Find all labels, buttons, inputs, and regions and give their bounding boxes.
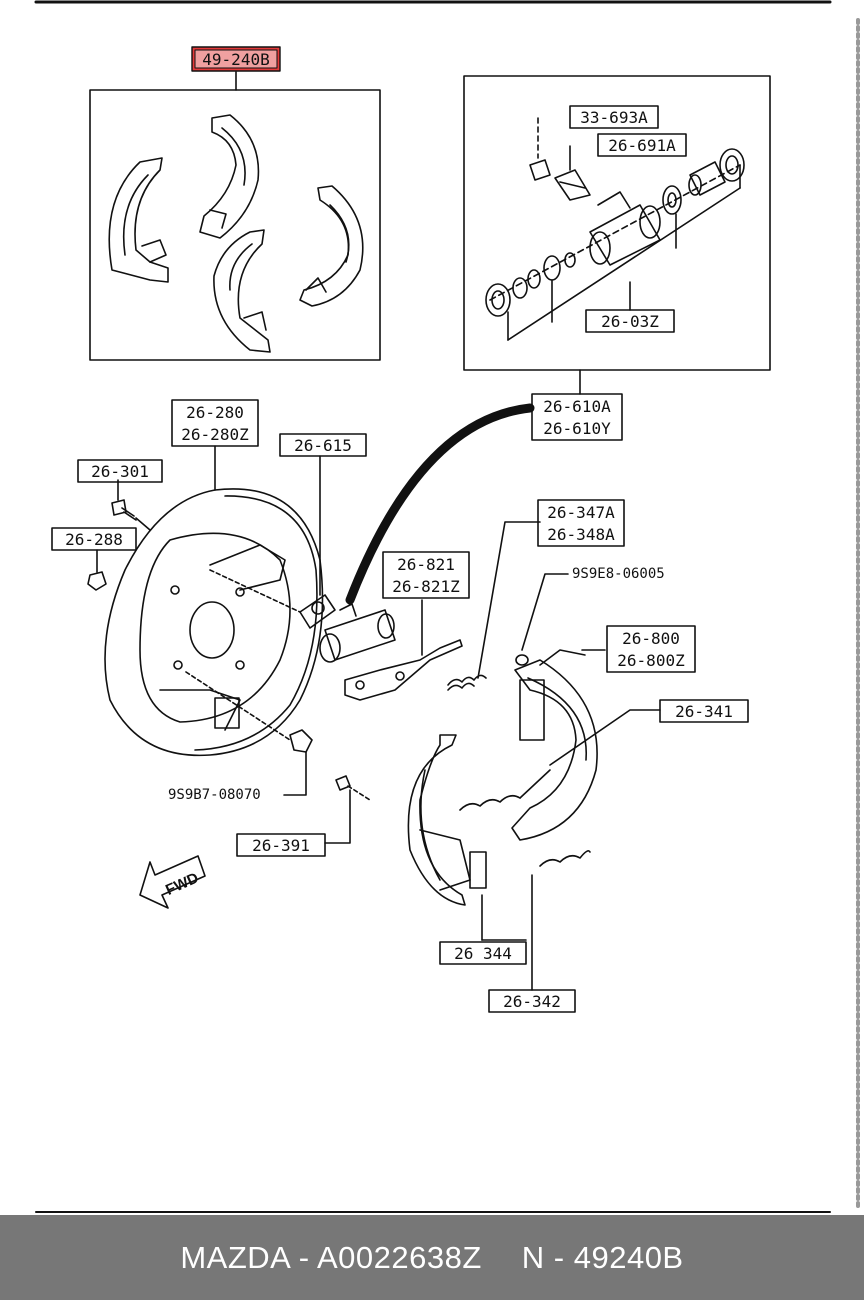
svg-text:26-280: 26-280 xyxy=(186,403,244,422)
kit-label: 49-240B xyxy=(191,46,281,72)
label-26-342: 26-342 xyxy=(488,989,576,1013)
spring-26-341 xyxy=(459,709,661,811)
parking-lever xyxy=(344,599,463,701)
pin-26-391 xyxy=(324,775,371,844)
svg-text:26-341: 26-341 xyxy=(675,702,733,721)
label-26-347: 26-347A 26-348A xyxy=(537,499,625,547)
svg-text:26-03Z: 26-03Z xyxy=(601,312,659,331)
wheel-cylinder-box xyxy=(463,75,771,371)
nut-26-288 xyxy=(87,549,107,591)
label-33-693A: 33-693A xyxy=(569,105,659,129)
svg-text:26-288: 26-288 xyxy=(65,530,123,549)
svg-text:26-610A: 26-610A xyxy=(543,397,611,416)
label-26-280: 26-280 26-280Z xyxy=(171,399,259,447)
svg-text:26-800: 26-800 xyxy=(622,629,680,648)
label-26-610: 26-610A 26-610Y xyxy=(531,393,623,441)
label-26-341: 26-341 xyxy=(659,699,749,723)
label-26-800: 26-800 26-800Z xyxy=(606,625,696,673)
svg-text:26-691A: 26-691A xyxy=(608,136,676,155)
bolt-26-301 xyxy=(111,479,151,531)
svg-text:26-615: 26-615 xyxy=(294,436,352,455)
svg-text:26-800Z: 26-800Z xyxy=(617,651,685,670)
label-26-288: 26-288 xyxy=(51,527,137,551)
label-9S9E8: 9S9E8-06005 xyxy=(572,566,665,582)
oem-part-number: N - 49240B xyxy=(521,1239,684,1275)
assembly-arrow xyxy=(345,403,535,605)
label-26-691A: 26-691A xyxy=(597,133,687,157)
svg-text:26-821Z: 26-821Z xyxy=(392,577,460,596)
brake-shoe-26-800 xyxy=(511,649,606,841)
fwd-arrow: FWD xyxy=(139,855,206,909)
brake-shoe-kit-box xyxy=(89,71,381,361)
svg-text:26-391: 26-391 xyxy=(252,836,310,855)
spring-26-344-342 xyxy=(481,850,591,991)
label-26-301: 26-301 xyxy=(77,459,163,483)
svg-text:33-693A: 33-693A xyxy=(580,108,648,127)
pin-9S9B7 xyxy=(185,671,313,796)
svg-text:26-348A: 26-348A xyxy=(547,525,615,544)
fwd-label: FWD xyxy=(163,869,201,898)
parts-diagram: 49-240B 33 xyxy=(34,0,860,1213)
brake-shoe-leading xyxy=(407,734,487,906)
wheel-cylinder xyxy=(319,603,396,663)
svg-text:26-610Y: 26-610Y xyxy=(543,419,611,438)
svg-text:26-280Z: 26-280Z xyxy=(181,425,249,444)
svg-text:26-342: 26-342 xyxy=(503,992,561,1011)
kit-part-number: 49-240B xyxy=(202,50,269,69)
svg-text:26 344: 26 344 xyxy=(454,944,512,963)
svg-text:26-301: 26-301 xyxy=(91,462,149,481)
part-26-615 xyxy=(209,455,336,629)
svg-text:26-821: 26-821 xyxy=(397,555,455,574)
label-26-03Z: 26-03Z xyxy=(585,309,675,333)
backing-plate xyxy=(104,445,324,757)
label-26-821: 26-821 26-821Z xyxy=(382,551,470,599)
label-26-391: 26-391 xyxy=(236,833,326,857)
spring-26-347 xyxy=(447,521,541,691)
label-26-344: 26 344 xyxy=(439,941,527,965)
washer-9S9E8 xyxy=(515,573,569,666)
svg-text:26-347A: 26-347A xyxy=(547,503,615,522)
label-26-615: 26-615 xyxy=(279,433,367,457)
brand-part-number: MAZDA - A0022638Z xyxy=(180,1239,482,1275)
label-9S9B7: 9S9B7-08070 xyxy=(168,787,261,803)
part-number-footer: MAZDA - A0022638Z N - 49240B xyxy=(0,1215,864,1300)
